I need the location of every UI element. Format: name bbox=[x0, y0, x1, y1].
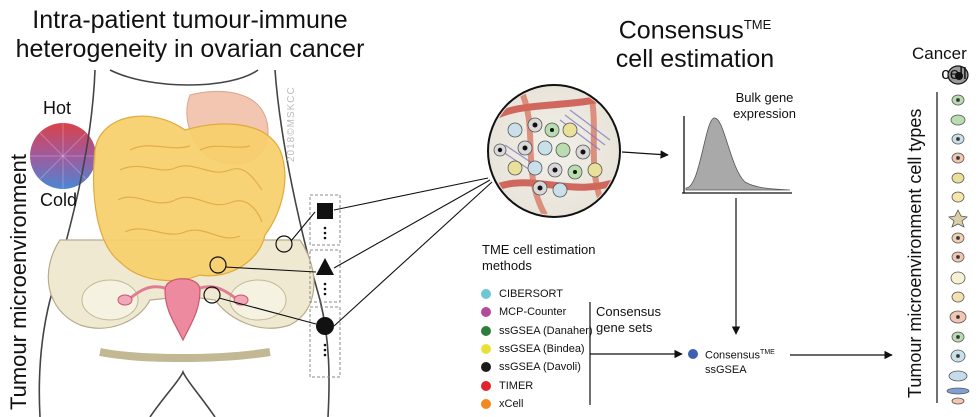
cancer-line1: Cancer bbox=[912, 44, 967, 63]
method-label: CIBERSORT bbox=[499, 288, 563, 300]
method-label: TIMER bbox=[499, 379, 534, 392]
bulk-label-line1: Bulk gene bbox=[735, 90, 794, 105]
methods-title-line2: methods bbox=[482, 258, 532, 273]
tumour-connectors bbox=[333, 177, 493, 327]
tumour-sample-icon bbox=[487, 84, 621, 218]
method-dot-icon bbox=[481, 307, 491, 318]
method-label: MCP-Counter bbox=[499, 306, 567, 319]
method-row: xCell bbox=[481, 394, 523, 414]
cancer-cell-label: Cancer cell bbox=[912, 44, 967, 84]
cancer-line2: cell bbox=[941, 64, 967, 83]
method-label: ssGSEA (Danaher) bbox=[499, 324, 593, 337]
method-row: ssGSEA (Davoli) bbox=[481, 357, 581, 377]
consensus-title-line1: ConsensusTME bbox=[585, 10, 805, 45]
method-dot-icon bbox=[481, 380, 491, 391]
cell-type-icons bbox=[946, 94, 970, 405]
output-sup: TME bbox=[760, 349, 775, 356]
method-row: TIMER bbox=[481, 376, 533, 396]
method-row: MCP-Counter bbox=[481, 302, 566, 322]
bulk-label-line2: expression bbox=[733, 106, 796, 121]
watermark: 2018©MSKCC bbox=[286, 86, 297, 162]
method-row: ssGSEA (Bindea) bbox=[481, 339, 585, 359]
gene-sets-connector bbox=[589, 302, 683, 405]
output-line1: ConsensusTME bbox=[705, 346, 775, 363]
method-row: ssGSEA (Danaher) bbox=[481, 321, 593, 341]
methods-title: TME cell estimation methods bbox=[482, 242, 595, 274]
consensus-ssgsea-dot bbox=[688, 349, 698, 359]
sample-boxes bbox=[309, 194, 341, 378]
output-main: Consensus bbox=[705, 349, 761, 362]
method-dot-icon bbox=[481, 343, 491, 354]
cell-types-axis-label: Tumour microenvironment cell types bbox=[905, 108, 925, 398]
cancer-cell-icon bbox=[947, 65, 969, 85]
method-label: ssGSEA (Davoli) bbox=[499, 361, 581, 374]
arrow-to-bulk bbox=[621, 150, 669, 159]
method-dot-icon bbox=[481, 289, 491, 299]
consensus-title-sup: TME bbox=[743, 17, 772, 32]
method-dot-icon bbox=[481, 325, 491, 336]
method-dot-icon bbox=[481, 362, 491, 373]
bulk-expression-plot bbox=[682, 116, 792, 194]
method-row: CIBERSORT bbox=[481, 284, 563, 304]
gene-sets-line1: Consensus bbox=[596, 304, 662, 319]
consensus-title-line2: cell estimation bbox=[615, 45, 775, 74]
sample-connectors bbox=[218, 211, 317, 325]
sample-shapes bbox=[316, 203, 334, 357]
hot-cold-legend-icon bbox=[30, 123, 96, 189]
sample-site-markers bbox=[203, 235, 293, 304]
method-dot-icon bbox=[481, 398, 491, 409]
left-title-line1: Intra-patient tumour-immune bbox=[32, 6, 348, 34]
left-title: Intra-patient tumour-immune heterogeneit… bbox=[0, 6, 380, 64]
cold-label: Cold bbox=[40, 190, 78, 210]
methods-title-line1: TME cell estimation bbox=[482, 242, 596, 257]
bulk-label: Bulk gene expression bbox=[727, 90, 802, 122]
output-label: ConsensusTME ssGSEA bbox=[705, 346, 775, 377]
consensus-title-main: Consensus bbox=[618, 16, 744, 45]
intestine-icon bbox=[92, 115, 286, 282]
gene-sets-line2: gene sets bbox=[596, 320, 653, 335]
hot-label: Hot bbox=[43, 98, 72, 118]
consensus-title: ConsensusTME cell estimation bbox=[585, 10, 805, 74]
y-axis-label: Tumour microenvironment bbox=[6, 154, 31, 410]
method-label: xCell bbox=[499, 397, 524, 410]
method-label: ssGSEA (Bindea) bbox=[499, 342, 585, 355]
output-line2: ssGSEA bbox=[705, 363, 747, 376]
methods-legend: CIBERSORT MCP-Counter ssGSEA (Danaher) ssGS… bbox=[481, 284, 611, 414]
gene-sets-label: Consensus gene sets bbox=[596, 304, 661, 336]
left-title-line2: heterogeneity in ovarian cancer bbox=[15, 35, 365, 63]
